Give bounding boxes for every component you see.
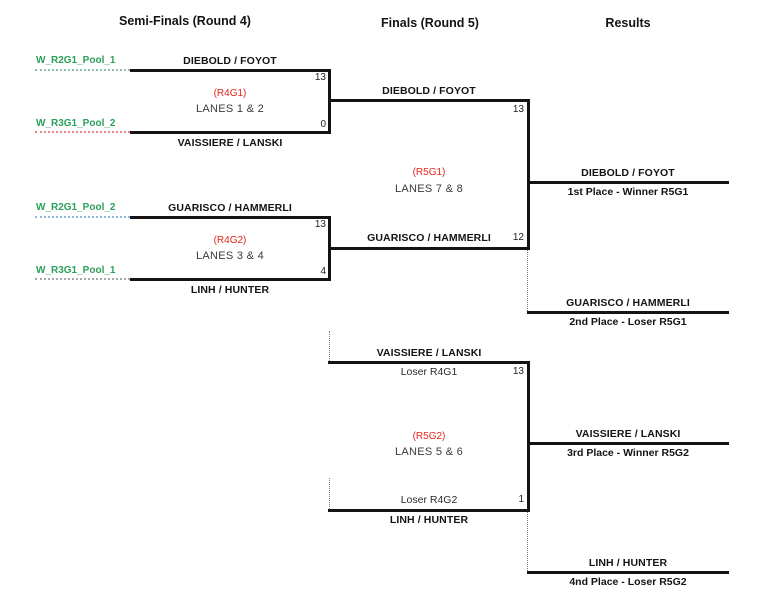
lanes-label: LANES 3 & 4	[195, 250, 265, 262]
result-line	[527, 181, 729, 184]
pool-source-underline	[35, 216, 130, 218]
loser-drop-connector-bottom	[329, 478, 330, 509]
game-id: (R5G1)	[412, 167, 446, 178]
team-name-bottom: VAISSIERE / LANSKI	[177, 137, 283, 149]
score-bottom: 12	[512, 232, 524, 243]
score-top: 13	[314, 219, 326, 230]
seed-note-top: Loser R4G1	[400, 366, 458, 378]
result-caption: 3rd Place - Winner R5G2	[567, 447, 689, 459]
lanes-label: LANES 5 & 6	[394, 446, 464, 458]
bracket-line-top	[328, 99, 530, 102]
score-bottom: 4	[320, 266, 326, 277]
team-name-top: VAISSIERE / LANSKI	[376, 347, 482, 359]
loser-connector-r5g1	[527, 250, 528, 311]
team-name-top: DIEBOLD / FOYOT	[382, 85, 476, 97]
bracket-line-bottom	[328, 509, 530, 512]
score-top: 13	[512, 104, 524, 115]
loser-drop-connector-top	[329, 331, 330, 361]
pool-source-link-top[interactable]: W_R2G1_Pool_2	[36, 202, 116, 213]
score-top: 13	[314, 72, 326, 83]
column-header-results: Results	[605, 16, 651, 30]
lanes-label: LANES 1 & 2	[195, 103, 265, 115]
pool-source-link-bottom[interactable]: W_R3G1_Pool_2	[36, 118, 116, 129]
game-id: (R5G2)	[412, 431, 446, 442]
result-caption: 1st Place - Winner R5G1	[567, 186, 689, 198]
pool-source-link-bottom[interactable]: W_R3G1_Pool_1	[36, 265, 116, 276]
column-header-semifinals: Semi-Finals (Round 4)	[119, 14, 251, 28]
pool-source-underline	[35, 278, 130, 280]
bracket-line-bottom	[130, 278, 331, 281]
result-line	[527, 442, 729, 445]
pool-source-link-top[interactable]: W_R2G1_Pool_1	[36, 55, 116, 66]
lanes-label: LANES 7 & 8	[394, 183, 464, 195]
score-bottom: 0	[320, 119, 326, 130]
bracket-line-top	[130, 216, 331, 219]
team-name-top: GUARISCO / HAMMERLI	[168, 202, 292, 214]
loser-connector-r5g2	[527, 512, 528, 571]
score-top: 13	[512, 366, 524, 377]
pool-source-underline	[35, 131, 130, 133]
result-team: LINH / HUNTER	[588, 557, 668, 569]
result-caption: 2nd Place - Loser R5G1	[569, 316, 687, 328]
team-name-bottom: LINH / HUNTER	[190, 284, 270, 296]
seed-note-bottom: Loser R4G2	[400, 494, 458, 506]
result-caption: 4nd Place - Loser R5G2	[569, 576, 687, 588]
team-name-bottom: LINH / HUNTER	[389, 514, 469, 526]
bracket-line-vertical	[527, 99, 530, 250]
bracket-line-top	[328, 361, 530, 364]
bracket-line-bottom	[130, 131, 331, 134]
column-header-finals: Finals (Round 5)	[381, 16, 479, 30]
score-bottom: 1	[518, 494, 524, 505]
result-team: VAISSIERE / LANSKI	[575, 428, 681, 440]
result-line	[527, 311, 729, 314]
bracket-line-vertical	[527, 361, 530, 512]
bracket-line-top	[130, 69, 331, 72]
result-team: GUARISCO / HAMMERLI	[566, 297, 690, 309]
game-id: (R4G1)	[213, 88, 247, 99]
bracket-line-bottom	[328, 247, 530, 250]
result-team: DIEBOLD / FOYOT	[581, 167, 675, 179]
team-name-bottom: GUARISCO / HAMMERLI	[367, 232, 491, 244]
result-line	[527, 571, 729, 574]
team-name-top: DIEBOLD / FOYOT	[183, 55, 277, 67]
game-id: (R4G2)	[213, 235, 247, 246]
pool-source-underline	[35, 69, 130, 71]
